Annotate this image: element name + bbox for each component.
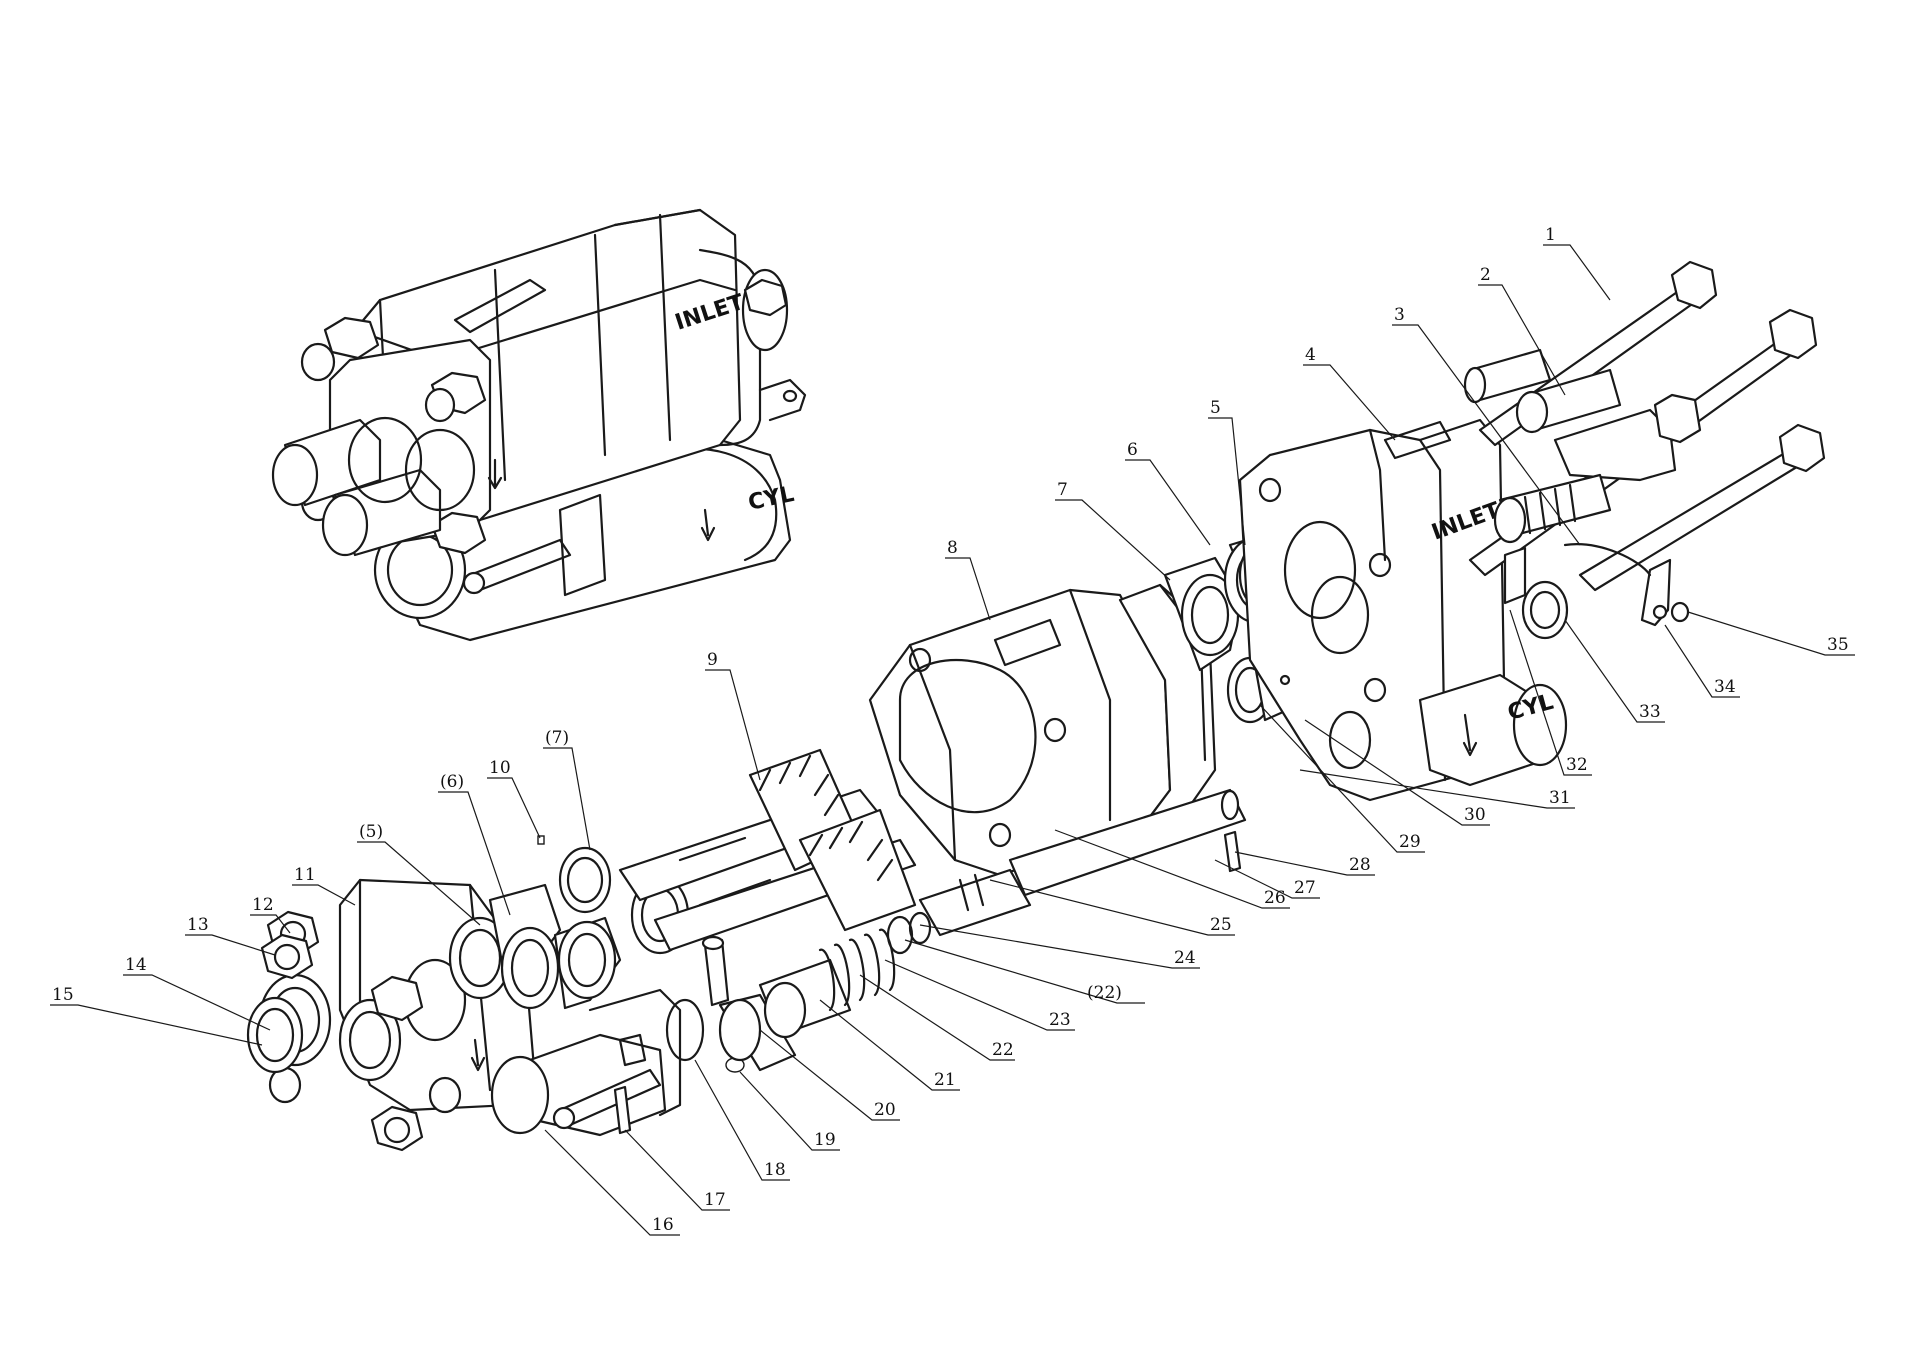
callout-5: 5 xyxy=(1210,398,1221,418)
callout-17: 17 xyxy=(704,1190,726,1210)
callout-3: 3 xyxy=(1394,305,1405,325)
callout-4: 4 xyxy=(1305,345,1316,365)
callout-labels: 1 2 3 4 5 6 7 8 9 10 (7) (6) (5) 11 12 1… xyxy=(52,225,1849,1235)
callout-10: 10 xyxy=(489,758,511,778)
callout-6-paren: (6) xyxy=(440,772,464,792)
callout-20: 20 xyxy=(874,1100,896,1120)
callout-32: 32 xyxy=(1566,755,1588,775)
callout-21: 21 xyxy=(934,1070,956,1090)
leader-lines xyxy=(50,244,1855,1236)
callout-33: 33 xyxy=(1639,702,1661,722)
callout-23: 23 xyxy=(1049,1010,1071,1030)
relief-parts xyxy=(1503,543,1690,640)
callout-24: 24 xyxy=(1174,948,1196,968)
callout-2: 2 xyxy=(1480,265,1491,285)
callout-5-paren: (5) xyxy=(359,822,383,842)
callout-1: 1 xyxy=(1545,225,1556,245)
callout-30: 30 xyxy=(1464,805,1486,825)
callout-31: 31 xyxy=(1549,788,1571,808)
callout-6: 6 xyxy=(1127,440,1138,460)
callout-12: 12 xyxy=(252,895,274,915)
callout-13: 13 xyxy=(187,915,209,935)
gear-shafts xyxy=(618,748,917,952)
callout-14: 14 xyxy=(125,955,147,975)
callout-15: 15 xyxy=(52,985,74,1005)
callout-29: 29 xyxy=(1399,832,1421,852)
callout-19: 19 xyxy=(814,1130,836,1150)
rear-body: INLET CYL xyxy=(1238,418,1568,802)
callout-25: 25 xyxy=(1210,915,1232,935)
callout-22-paren: (22) xyxy=(1087,983,1122,1003)
callout-34: 34 xyxy=(1714,677,1736,697)
callout-35: 35 xyxy=(1827,635,1849,655)
callout-11: 11 xyxy=(294,865,316,885)
valve-spool-assembly xyxy=(665,788,1247,1073)
callout-8: 8 xyxy=(947,538,958,558)
callout-9: 9 xyxy=(707,650,718,670)
callout-7-paren: (7) xyxy=(545,728,569,748)
callout-27: 27 xyxy=(1294,878,1316,898)
callout-16: 16 xyxy=(652,1215,674,1235)
assembled-pump: INLET CYL xyxy=(271,208,807,642)
callout-26: 26 xyxy=(1264,888,1286,908)
front-cover-group xyxy=(246,878,682,1152)
callout-22: 22 xyxy=(992,1040,1014,1060)
through-bolts xyxy=(1463,260,1826,592)
callout-28: 28 xyxy=(1349,855,1371,875)
callout-18: 18 xyxy=(764,1160,786,1180)
callout-7: 7 xyxy=(1057,480,1068,500)
